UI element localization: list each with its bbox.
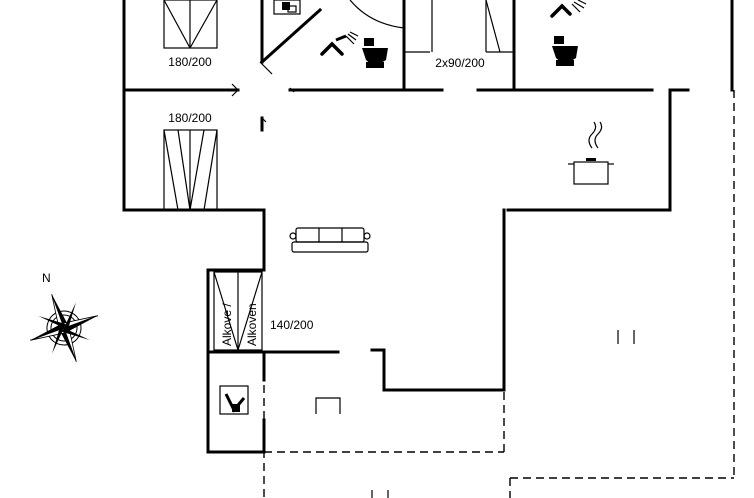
shower-icon [320, 31, 359, 56]
toilet-icon [552, 36, 578, 66]
bed-size-top-left: 180/200 [168, 55, 212, 69]
bed-size-top-right: 2x90/200 [435, 56, 485, 70]
bed-icon [163, 129, 218, 211]
walls [122, 0, 734, 454]
bed-size-mid-left: 180/200 [168, 111, 212, 125]
toilet-icon [362, 38, 388, 68]
alcove-label-2: Alkoven [245, 303, 259, 346]
washing-machine-icon [273, 0, 301, 15]
terrace-outline [263, 90, 735, 498]
bed-icon [485, 0, 514, 53]
compass-rose-icon [30, 294, 98, 362]
door-marks [231, 0, 635, 344]
shower-icon [550, 0, 587, 18]
sauna-icon [219, 385, 249, 415]
compass-north-label: N [42, 271, 51, 285]
alcove-label-1: Alkove / [220, 303, 234, 346]
alcove-bed [213, 271, 263, 351]
table-mark [315, 397, 341, 414]
alcove-bed-size: 140/200 [270, 318, 314, 332]
sofa-icon [289, 227, 371, 253]
bed-icon [163, 0, 218, 49]
cooking-pot-icon [568, 121, 614, 185]
